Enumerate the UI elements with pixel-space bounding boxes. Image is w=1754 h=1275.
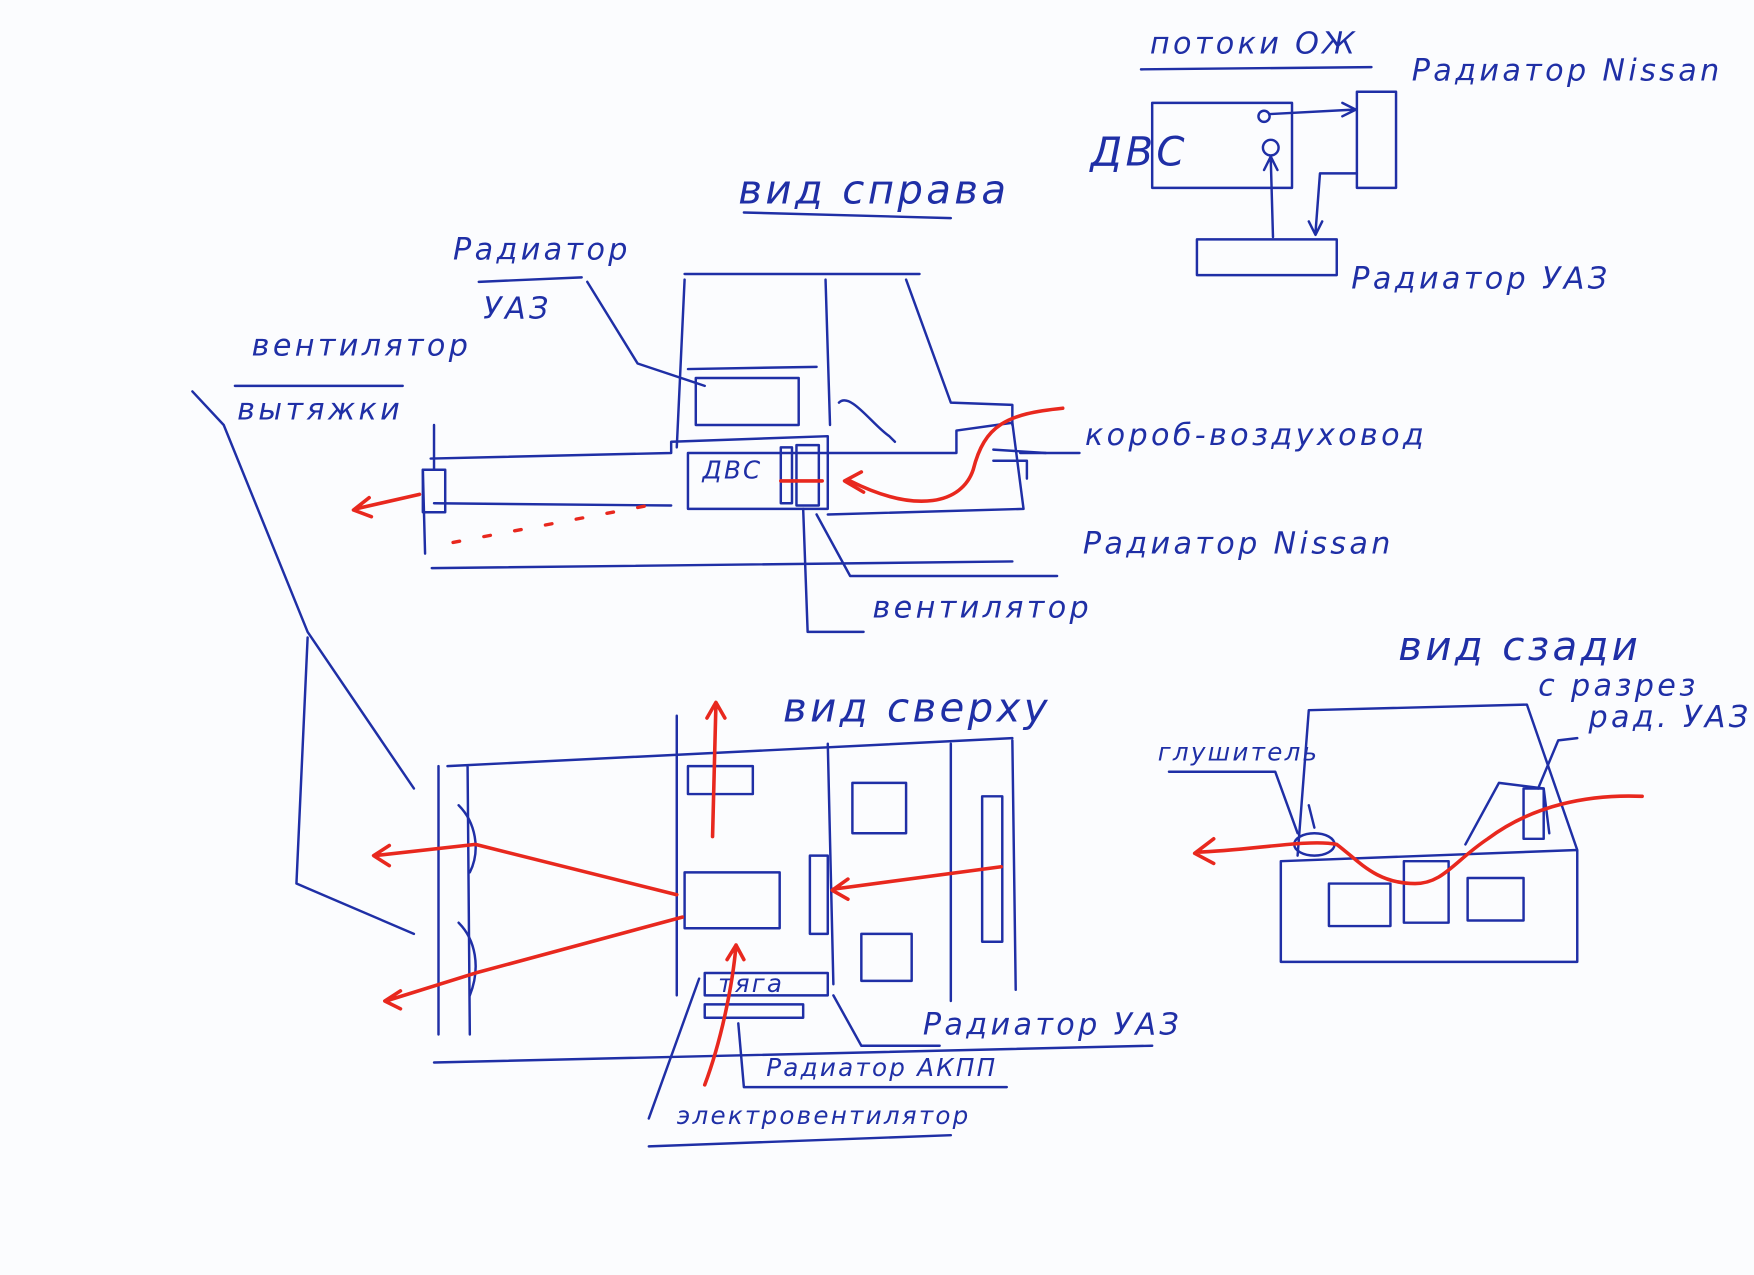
inlet-port (1261, 138, 1280, 157)
title-underline (742, 211, 953, 220)
uaz-radiator-hatched (694, 376, 800, 427)
air-flow-in (830, 864, 1003, 901)
exhaust-fans (457, 804, 477, 997)
engine-label: ДВС (1089, 130, 1188, 176)
air-flow-in (842, 406, 1065, 503)
exhaust-fan-label-1: вентилятор (252, 329, 472, 364)
muffler-label: глушитель (1158, 738, 1320, 767)
duct-label: короб-воздуховод (1085, 418, 1427, 453)
air-flow-out-2 (383, 915, 685, 1011)
seat (837, 399, 897, 444)
air-flow-out (351, 492, 422, 519)
rear-view-subtitle-1: с разрез (1538, 669, 1699, 704)
air-flow-up (705, 700, 727, 839)
body-outline (432, 736, 1154, 1064)
rear-view-title: вид сзади (1398, 624, 1641, 670)
title-underline (1139, 65, 1373, 71)
cab-line (686, 365, 818, 371)
akpp-radiator-leader (737, 1022, 1008, 1089)
seat-front (851, 781, 908, 835)
battery-right (1466, 876, 1525, 922)
air-flow-fan (702, 943, 746, 1087)
part-box (686, 764, 755, 796)
rear-view: вид сзади с разрез рад. УАЗ глушитель (1158, 624, 1751, 964)
akpp-radiator-label: Радиатор АКПП (766, 1053, 997, 1082)
uaz-radiator-leader (477, 276, 706, 388)
uaz-radiator-label-1: Радиатор (453, 232, 631, 267)
akpp-radiator-block (703, 1003, 805, 1019)
body-outline (1279, 703, 1579, 964)
uaz-radiator-leader (1536, 736, 1579, 790)
nissan-radiator-block (1355, 90, 1398, 190)
uaz-radiator-block (1195, 238, 1338, 277)
nissan-radiator-label: Радиатор Nissan (1083, 527, 1394, 562)
engine-block (1150, 101, 1294, 190)
fan-label: вентилятор (873, 590, 1093, 625)
electric-fan-leader (647, 977, 953, 1148)
tank-center (1402, 859, 1450, 924)
nissan-radiator-leader (815, 513, 1059, 578)
frame-lines (675, 714, 1017, 1003)
floor-line (432, 502, 673, 507)
muffler-leader (1167, 770, 1299, 835)
exhaust-fan-label-2: вытяжки (237, 392, 403, 427)
nissan-radiator-block (795, 443, 821, 507)
uaz-radiator-section (1522, 787, 1545, 841)
body-outline (421, 421, 1025, 570)
exhaust-fan-block (421, 468, 447, 514)
air-flow (1192, 794, 1644, 886)
coolant-flow-title: потоки ОЖ (1150, 27, 1358, 62)
coolant-flow-diagram: потоки ОЖ ДВС Радиатор Nissan Радиатор У… (1089, 27, 1723, 297)
electric-fan-label: электровентилятор (677, 1101, 971, 1130)
side-view: вид справа Радиатор УАЗ вентилятор вытяж… (191, 168, 1427, 936)
outlet-port (1257, 109, 1271, 124)
engine-label: ДВС (701, 456, 762, 485)
view-link-lines (191, 390, 416, 936)
engine-block (686, 451, 830, 511)
air-flow-dashed (451, 501, 662, 545)
tunnel (1307, 781, 1551, 846)
uaz-radiator-label: Радиатор УАЗ (923, 1008, 1182, 1043)
top-view-title: вид сверху (783, 685, 1051, 731)
exhaust-fan-leader (233, 384, 436, 471)
uaz-radiator-label: Радиатор УАЗ (1351, 262, 1610, 297)
uaz-radiator-leader (832, 994, 941, 1047)
cab-outline (675, 272, 1014, 449)
nissan-radiator-label: Радиатор Nissan (1412, 54, 1723, 89)
side-view-title: вид справа (738, 168, 1009, 214)
battery-left (1327, 882, 1392, 928)
rear-view-subtitle-2: рад. УАЗ (1587, 700, 1751, 735)
arrow-to-nissan (1268, 101, 1358, 118)
arrow-nissan-to-uaz (1307, 172, 1359, 237)
seat-rear (860, 932, 913, 983)
fan-leader (801, 507, 865, 634)
engine-block (683, 871, 781, 930)
fan-block (779, 446, 794, 505)
uaz-radiator-label-2: УАЗ (483, 292, 551, 327)
air-flow-out-1 (371, 842, 679, 897)
top-view: вид сверху тяга Радиатор УАЗ Радиатор АК… (371, 685, 1182, 1148)
nissan-radiator-block (808, 854, 830, 936)
arrow-uaz-to-engine (1262, 155, 1279, 239)
uaz-radiator-block (703, 971, 830, 997)
